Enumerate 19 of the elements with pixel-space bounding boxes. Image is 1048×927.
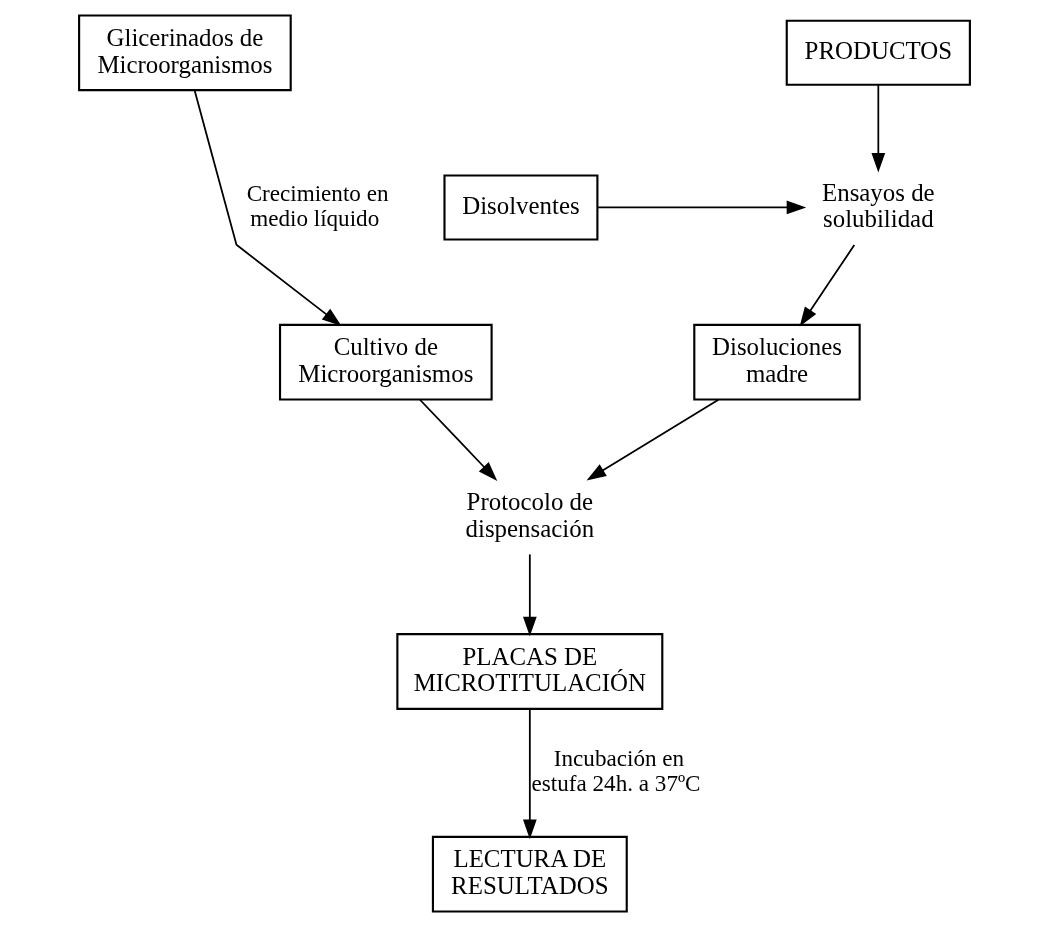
node-text: Ensayos de solubilidad [821, 178, 935, 233]
arrow [522, 553, 537, 637]
edge-label: Incubación en estufa 24h. a 37ºC [531, 745, 701, 797]
arrow [193, 89, 341, 327]
node-box: PLACAS DE MICROTITULACIÓN [395, 633, 663, 710]
arrow [799, 244, 855, 327]
node-box: LECTURA DE RESULTADOS [431, 835, 628, 913]
edge-label: Crecimiento en medio líquido [246, 180, 388, 231]
node-box: PRODUCTOS [785, 19, 971, 86]
node-box: Disolventes [442, 174, 598, 241]
node-text: Protocolo de dispensación [465, 488, 594, 542]
node-box: Glicerinados de Microorganismos [77, 14, 292, 92]
node-box: Cultivo de Microorganismos [278, 323, 493, 401]
arrow [522, 708, 537, 840]
arrow [586, 398, 719, 481]
node-box: Disoluciones madre [692, 323, 861, 401]
arrow [870, 84, 885, 173]
arrow [596, 200, 806, 215]
arrow [418, 398, 497, 481]
